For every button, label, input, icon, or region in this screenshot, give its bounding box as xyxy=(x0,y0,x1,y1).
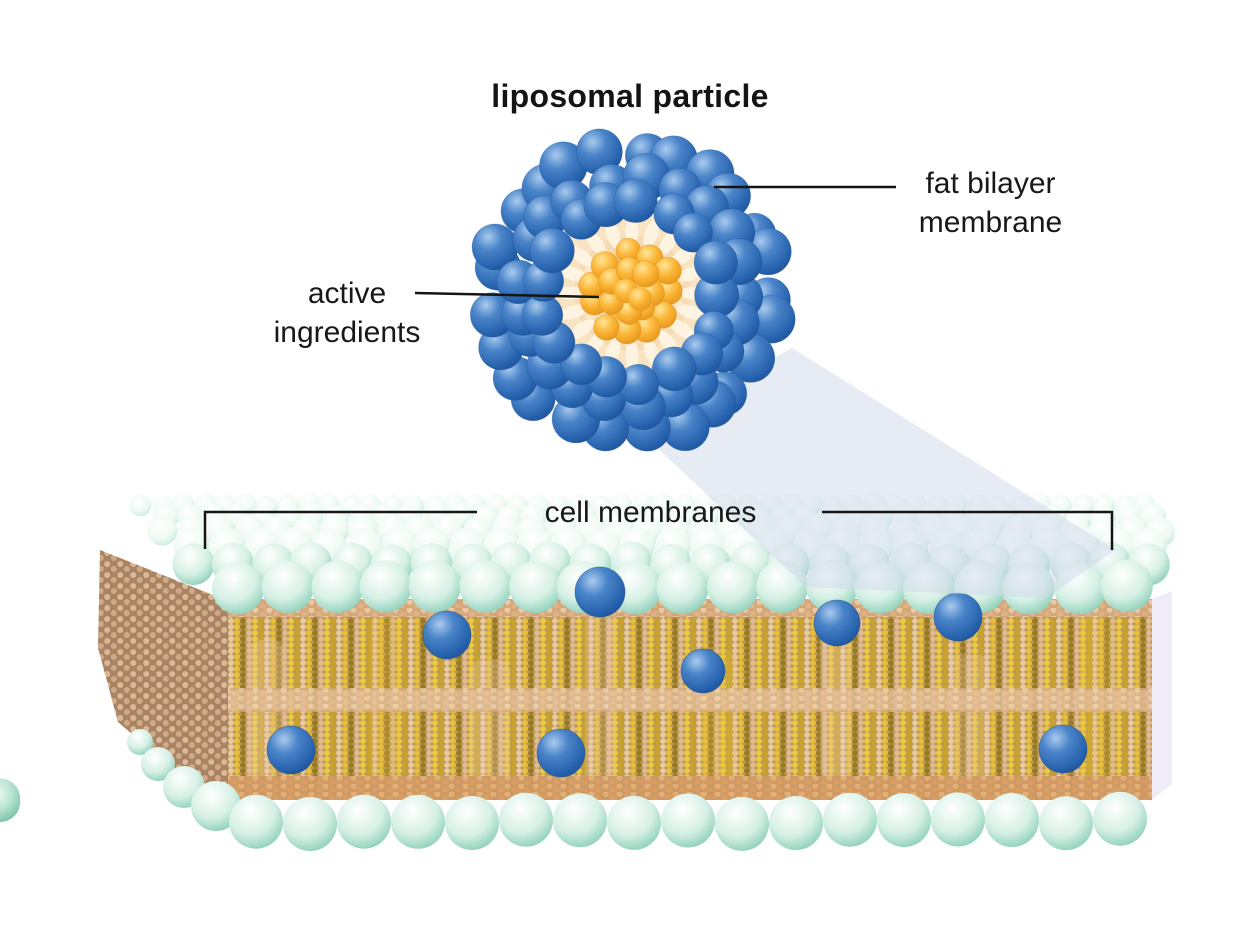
label-fat-bilayer-membrane: fat bilayer membrane xyxy=(898,164,1083,242)
membrane-embedded-particles xyxy=(266,566,1088,778)
cell-membranes-bracket-right xyxy=(822,510,1114,550)
active-ingredient-spheres xyxy=(578,238,683,345)
embedded-particle xyxy=(574,566,626,618)
liposome-fat-bilayer-shell xyxy=(469,128,796,452)
embedded-particle xyxy=(422,610,472,660)
embedded-particle xyxy=(680,648,726,694)
diagram-title: liposomal particle xyxy=(491,78,769,114)
embedded-particle xyxy=(1038,724,1088,774)
embedded-particle xyxy=(536,728,586,778)
membrane-bottom-front-row xyxy=(127,729,1147,851)
projection-cone xyxy=(638,348,1116,598)
active-ingredients-leader-line xyxy=(414,291,600,299)
embedded-particle xyxy=(933,592,983,642)
cell-membranes-bracket-left xyxy=(203,510,477,549)
membrane-left-face xyxy=(98,550,228,806)
label-active-line1: active xyxy=(307,277,387,310)
membrane-bottom-back-row xyxy=(0,778,20,822)
embedded-particle xyxy=(813,599,861,647)
liposomal-particle xyxy=(469,128,796,452)
label-fat-bilayer-line2: membrane xyxy=(918,206,1063,239)
embedded-particle xyxy=(266,725,316,775)
label-cell-membranes: cell membranes xyxy=(544,496,757,529)
membrane-right-face xyxy=(1152,591,1172,800)
label-active-ingredients: active ingredients xyxy=(248,274,446,352)
label-fat-bilayer-line1: fat bilayer xyxy=(925,167,1056,200)
label-active-line2: ingredients xyxy=(273,316,421,349)
